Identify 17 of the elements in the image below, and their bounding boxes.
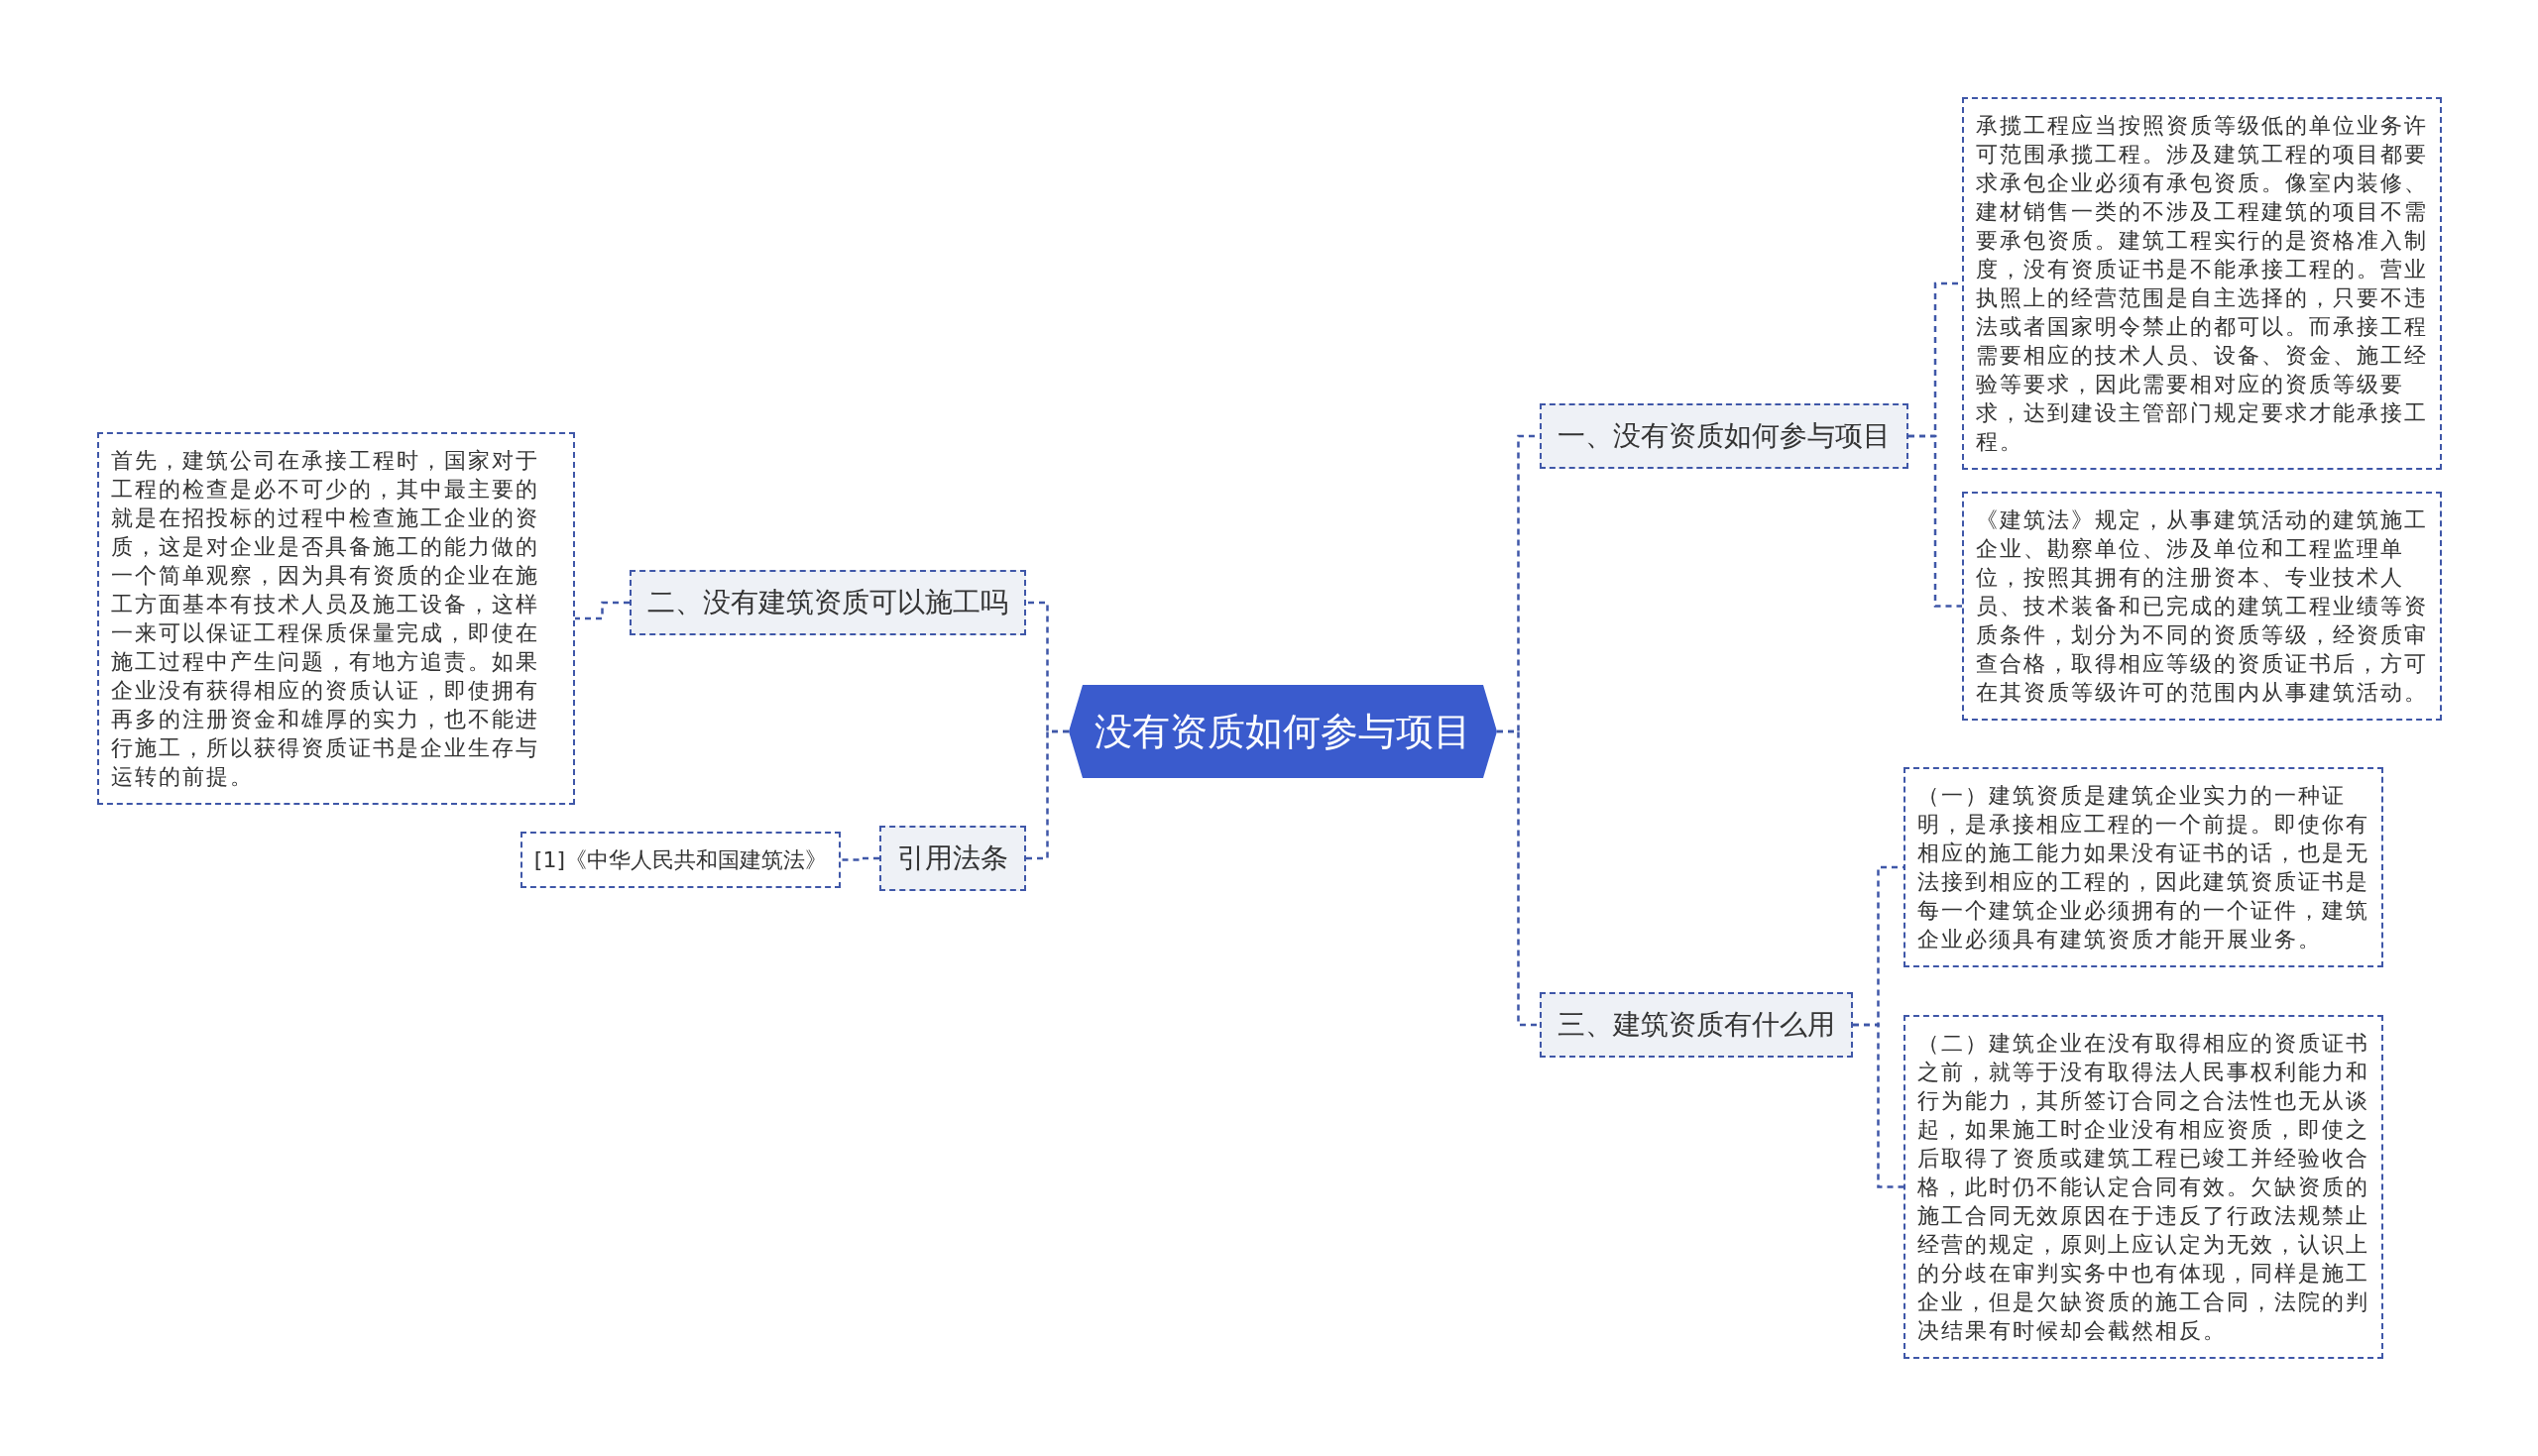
connector-line [1497, 729, 1540, 1027]
connector-line [575, 601, 630, 620]
note-text: 承揽工程应当按照资质等级低的单位业务许可范围承揽工程。涉及建筑工程的项目都要求承包企业必须有承包资质。像室内装修、建材销售一类的不涉及工程建筑的项目不需要承包资质。建筑工程实行的是资格准入制度，没有资质证书是不能承接工程的。营业执照上的经营范围是自主选择的，只要不违法或者国家明令禁止的都可以。而承接工程需要相应的技术人员、设备、资金、施工经验等要求，因此需要相对应的资质等级要求，达到建设主管部门规定要求才能承接工程。 [1962, 97, 2442, 470]
connector-line [1853, 1023, 1904, 1188]
connector-line [841, 856, 879, 861]
topic-box: 引用法条 [879, 826, 1026, 891]
note-text: （二）建筑企业在没有取得相应的资质证书之前，就等于没有取得法人民事权利能力和行为能力，其所签订合同之合法性也无从谈起，如果施工时企业没有相应资质，即使之后取得了资质或建筑工程已竣工并经验收合格，此时仍不能认定合同有效。欠缺资质的施工合同无效原因在于违反了行政法规禁止经营的规定，原则上应认定为无效，认识上的分歧在审判实务中也有体现，同样是施工企业，但是欠缺资质的施工合同，法院的判决结果有时候却会截然相反。 [1904, 1015, 2383, 1359]
topic-box: 一、没有资质如何参与项目 [1540, 403, 1908, 469]
topic-box: 三、建筑资质有什么用 [1540, 992, 1853, 1058]
citation-text: [1]《中华人民共和国建筑法》 [519, 832, 841, 888]
note-text: （一）建筑资质是建筑企业实力的一种证明，是承接相应工程的一个前提。即使你有相应的施工能力如果没有证书的话，也是无法接到相应的工程的，因此建筑资质证书是每一个建筑企业必须拥有的一个证件，建筑企业必须具有建筑资质才能开展业务。 [1904, 767, 2383, 967]
connector-line [1026, 729, 1069, 860]
topic-box: 二、没有建筑资质可以施工吗 [630, 570, 1026, 635]
connector-line [1908, 434, 1962, 608]
note-text: 《建筑法》规定，从事建筑活动的建筑施工企业、勘察单位、涉及单位和工程监理单位，按照其拥有的注册资本、专业技术人员、技术装备和已完成的建筑工程业绩等资质条件，划分为不同的资质等级，经资质审查合格，取得相应等级的资质证书后，方可在其资质等级许可的范围内从事建筑活动。 [1962, 492, 2442, 721]
note-text: 首先，建筑公司在承接工程时，国家对于工程的检查是必不可少的，其中最主要的就是在招投标的过程中检查施工企业的资质，这是对企业是否具备施工的能力做的一个简单观察，因为具有资质的企业在施工方面基本有技术人员及施工设备，这样一来可以保证工程保质保量完成，即使在施工过程中产生问题，有地方追责。如果企业没有获得相应的资质认证，即使拥有再多的注册资金和雄厚的实力，也不能进行施工，所以获得资质证书是企业生存与运转的前提。 [97, 432, 575, 805]
central-topic: 没有资质如何参与项目 [1069, 685, 1497, 778]
